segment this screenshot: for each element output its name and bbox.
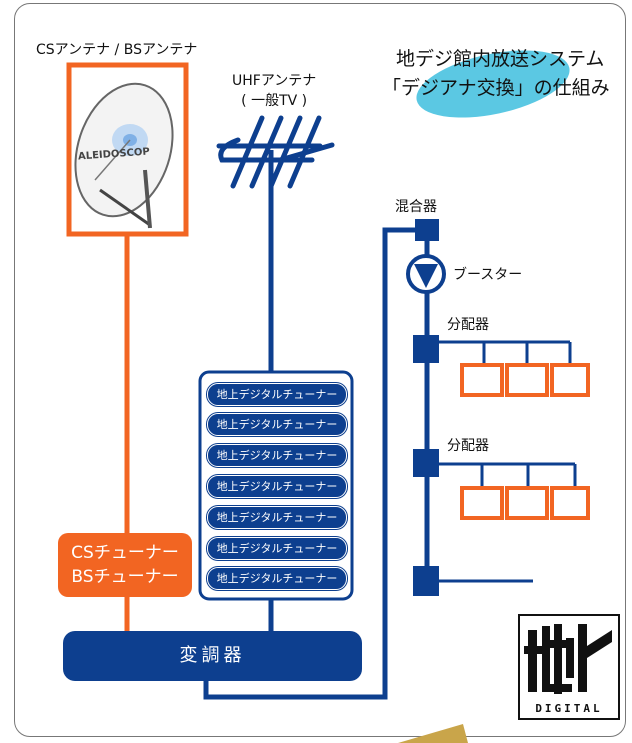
terrestrial-tuner: 地上デジタルチューナー: [207, 506, 347, 529]
tv-set-row-1: [460, 363, 590, 397]
splitter-1-box: [413, 335, 439, 363]
cs-bs-antenna-label: CSアンテナ / BSアンテナ: [36, 42, 198, 58]
tv-icon: [505, 486, 549, 520]
mixer-box: [415, 219, 439, 241]
logo-digital-text: DIGITAL: [535, 702, 603, 715]
title-line2: 「デジアナ交換」の仕組み: [382, 77, 610, 99]
tv-icon: [460, 486, 504, 520]
title-bubble: [416, 50, 570, 118]
splitter-1-branches: [439, 340, 572, 365]
chideji-logo-mark: [524, 624, 612, 694]
terrestrial-tuner: 地上デジタルチューナー: [207, 475, 347, 498]
terrestrial-tuner: 地上デジタルチューナー: [207, 567, 347, 590]
terrestrial-tuner: 地上デジタルチューナー: [207, 413, 347, 436]
tv-icon: [505, 363, 549, 397]
uhf-antenna-icon: [216, 115, 335, 189]
cs-bs-tuner-box: CSチューナー BSチューナー: [58, 533, 192, 597]
tv-icon: [460, 363, 504, 397]
uhf-antenna-label: UHFアンテナ ( 一般TV ): [232, 71, 316, 111]
splitter-2-label: 分配器: [447, 438, 489, 454]
diagram-title: 地デジ館内放送システム 「デジアナ交換」の仕組み: [382, 45, 610, 103]
terminal-box: [413, 566, 439, 596]
gold-shape: [398, 724, 468, 743]
uhf-antenna-label-line2: ( 一般TV ): [241, 93, 308, 109]
splitter-1-label: 分配器: [447, 317, 489, 333]
splitter-2-box: [413, 449, 439, 477]
title-line1: 地デジ館内放送システム: [396, 48, 605, 70]
tv-icon: [550, 363, 590, 397]
bs-tuner-label: BSチューナー: [71, 567, 179, 587]
mixer-label: 混合器: [395, 199, 437, 215]
splitter-2-branches: [439, 462, 577, 488]
chideji-logo: DIGITAL: [518, 614, 620, 720]
terrestrial-tuner: 地上デジタルチューナー: [207, 444, 347, 467]
distribution-feed-line: [203, 227, 418, 700]
booster-label: ブースター: [453, 267, 523, 283]
terrestrial-tuner: 地上デジタルチューナー: [207, 383, 347, 406]
modulator-box: 変調器: [63, 631, 362, 681]
tv-icon: [550, 486, 590, 520]
cs-tuner-label: CSチューナー: [71, 543, 179, 563]
booster-icon: [406, 254, 446, 294]
uhf-antenna-label-line1: UHFアンテナ: [232, 73, 317, 89]
terrestrial-tuner: 地上デジタルチューナー: [207, 537, 347, 560]
satellite-dish-icon: [74, 82, 174, 229]
tv-set-row-2: [460, 486, 590, 520]
